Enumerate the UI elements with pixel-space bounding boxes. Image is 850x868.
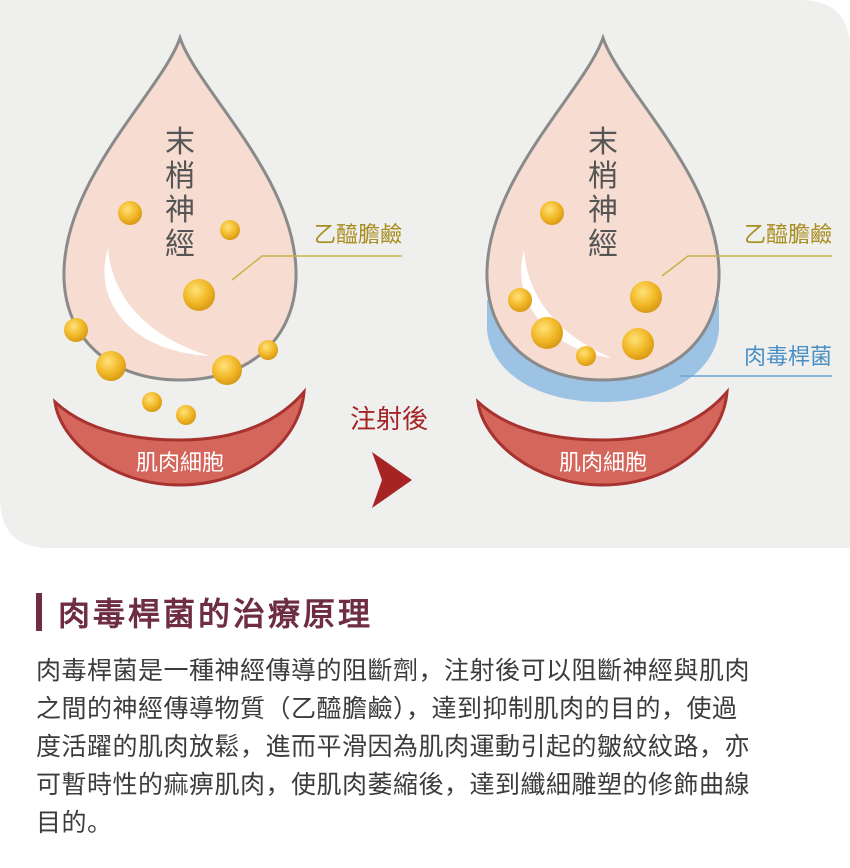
drop-highlight bbox=[104, 248, 210, 356]
nerve-label-char: 經 bbox=[588, 227, 618, 262]
acetylcholine-vesicle bbox=[508, 288, 532, 312]
section-title: 肉毒桿菌的治療原理 bbox=[58, 595, 374, 633]
muscle-cell bbox=[475, 387, 729, 487]
after-panel: 末 梢 神 經 乙醯膽鹼 肉毒桿菌 肌肉細胞 bbox=[475, 33, 832, 487]
acetylcholine-vesicle bbox=[212, 355, 242, 385]
nerve-label-char: 經 bbox=[165, 227, 195, 262]
arrow-label: 注射後 bbox=[350, 405, 428, 435]
acetylcholine-vesicle bbox=[630, 281, 662, 313]
body-line: 可暫時性的痲痹肌肉，使肌肉萎縮後，達到纖細雕塑的修飾曲線 bbox=[36, 770, 751, 799]
title-accent-bar bbox=[36, 593, 42, 631]
acetylcholine-vesicle bbox=[531, 317, 563, 349]
ach-label: 乙醯膽鹼 bbox=[314, 223, 402, 248]
acetylcholine-vesicle bbox=[142, 392, 162, 412]
drop-highlight bbox=[521, 250, 612, 358]
muscle-cell bbox=[52, 387, 306, 487]
muscle-label: 肌肉細胞 bbox=[559, 451, 647, 476]
acetylcholine-vesicle bbox=[64, 318, 88, 342]
diagram-canvas: 末 梢 神 經 乙醯膽鹼 肌肉細胞 注射後 末 梢 神 經 bbox=[0, 0, 850, 548]
body-line: 目的。 bbox=[36, 808, 113, 837]
nerve-label-char: 梢 bbox=[165, 159, 195, 194]
body-line: 度活躍的肌肉放鬆，進而平滑因為肌肉運動引起的皺紋紋路，亦 bbox=[36, 732, 751, 761]
acetylcholine-vesicle bbox=[220, 220, 240, 240]
nerve-label-char: 梢 bbox=[588, 159, 618, 194]
acetylcholine-vesicle bbox=[258, 340, 278, 360]
next-arrow-icon bbox=[372, 452, 412, 508]
acetylcholine-vesicle bbox=[96, 351, 126, 381]
section-heading: 肉毒桿菌的治療原理 bbox=[36, 590, 373, 634]
body-line: 之間的神經傳導物質（乙醯膽鹼），達到抑制肌肉的目的，使過 bbox=[36, 694, 738, 723]
ach-label: 乙醯膽鹼 bbox=[744, 223, 832, 248]
acetylcholine-vesicle bbox=[118, 201, 142, 225]
ach-leader-line bbox=[661, 255, 832, 277]
nerve-label-char: 末 bbox=[588, 125, 618, 160]
acetylcholine-vesicle bbox=[176, 405, 196, 425]
before-panel: 末 梢 神 經 乙醯膽鹼 肌肉細胞 bbox=[52, 33, 402, 487]
nerve-label-char: 神 bbox=[165, 193, 195, 228]
botox-label: 肉毒桿菌 bbox=[744, 345, 832, 370]
muscle-label: 肌肉細胞 bbox=[136, 451, 224, 476]
acetylcholine-vesicle bbox=[183, 279, 215, 311]
acetylcholine-vesicle bbox=[622, 328, 654, 360]
acetylcholine-vesicle bbox=[576, 346, 596, 366]
nerve-label-char: 末 bbox=[165, 125, 195, 160]
ach-leader-line bbox=[231, 255, 402, 281]
nerve-label-char: 神 bbox=[588, 193, 618, 228]
body-line: 肉毒桿菌是一種神經傳導的阻斷劑，注射後可以阻斷神經與肌肉 bbox=[36, 656, 751, 685]
section-body: 肉毒桿菌是一種神經傳導的阻斷劑，注射後可以阻斷神經與肌肉 之間的神經傳導物質（乙… bbox=[36, 652, 826, 842]
acetylcholine-vesicle bbox=[540, 201, 564, 225]
